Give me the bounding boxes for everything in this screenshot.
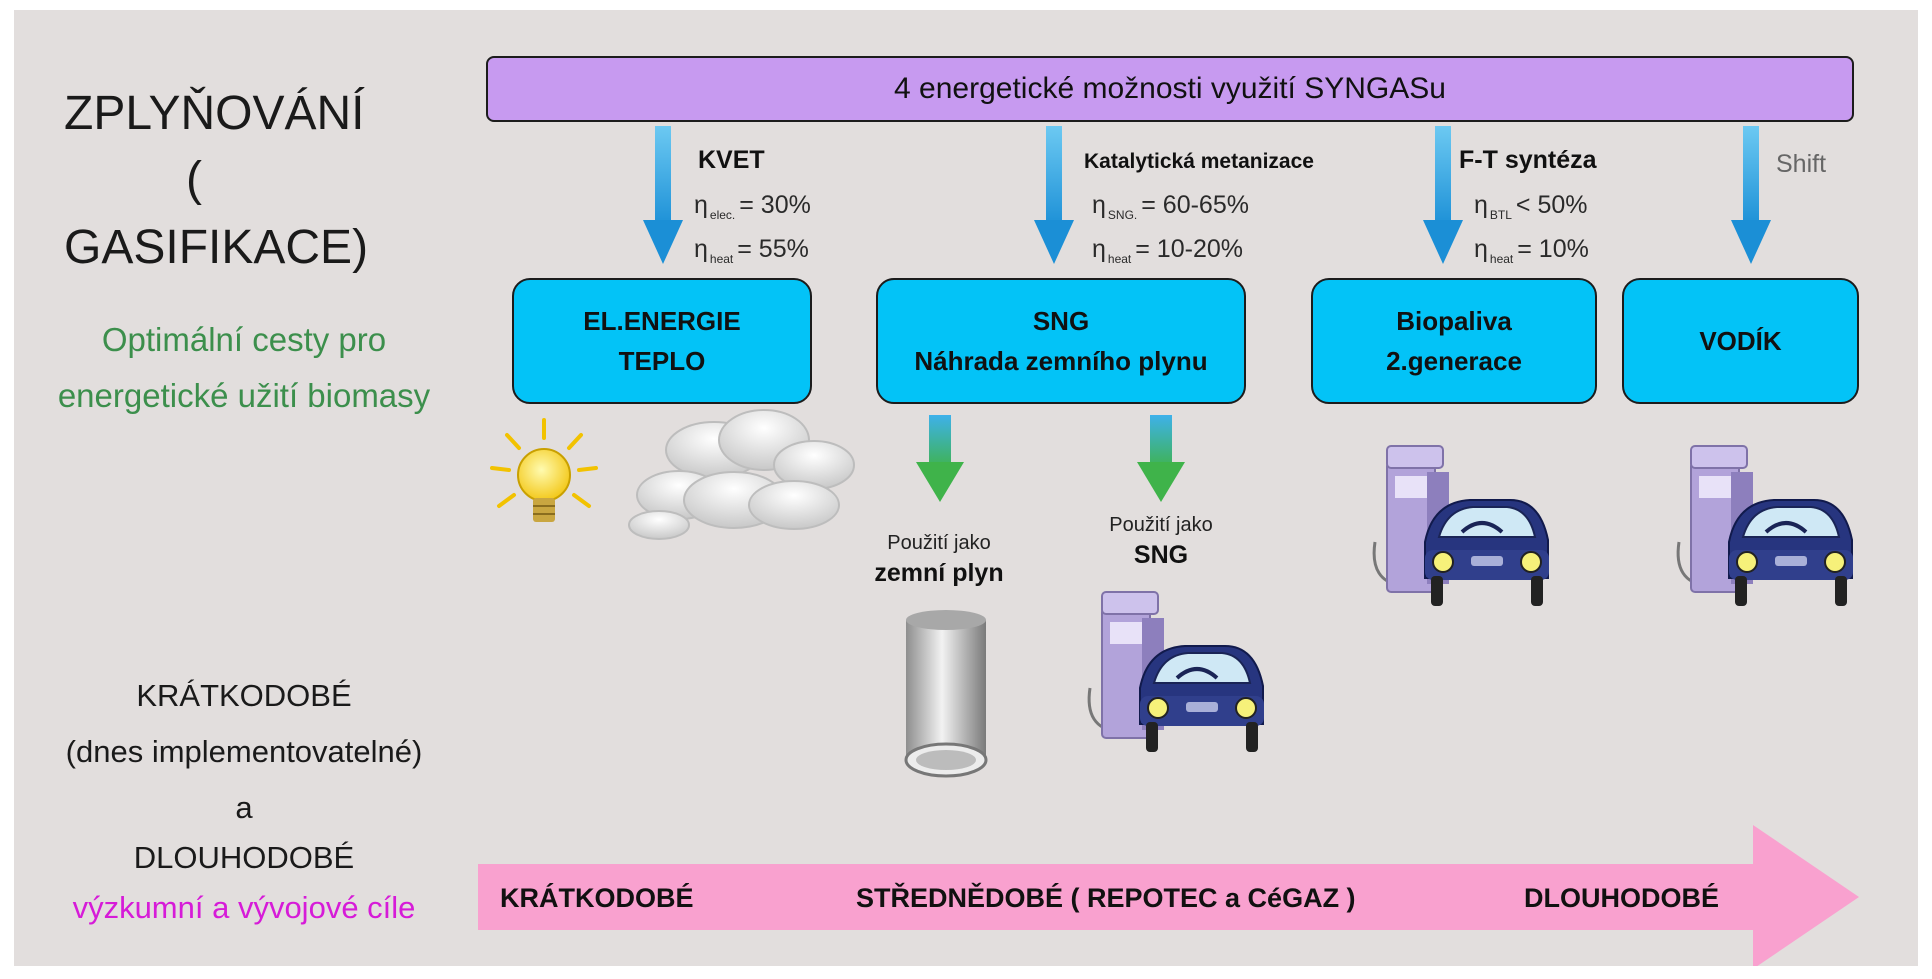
box-line-1: EL.ENERGIE	[583, 306, 741, 336]
box-line-2: Náhrada zemního plynu	[914, 346, 1208, 376]
box-line-2: TEPLO	[618, 346, 706, 376]
box-line-1: VODÍK	[1699, 326, 1782, 356]
term-line-5: výzkumní a vývojové cíle	[72, 890, 416, 925]
box-vodik: VODÍK	[1622, 278, 1859, 404]
syngas-header-bar: 4 energetické možnosti využití SYNGASu	[486, 56, 1854, 122]
arrow-use-gas	[916, 415, 964, 502]
arrow-metanizace	[1034, 126, 1074, 264]
box-line-1: Biopaliva	[1396, 306, 1512, 336]
term-line-4: DLOUHODOBÉ	[133, 840, 355, 875]
diagram-canvas: ZPLYŇOVÁNÍ ( GASIFIKACE) Optimální cesty…	[14, 10, 1918, 966]
box-line-1: SNG	[1032, 306, 1090, 336]
graphics-layer	[478, 126, 1859, 966]
arrow-shift	[1731, 126, 1771, 264]
path-label-shift: Shift	[1776, 150, 1827, 178]
path-label-ft: F-T syntéza	[1459, 146, 1597, 174]
term-line-2: (dnes implementovatelné)	[65, 734, 423, 769]
arrow-ft	[1423, 126, 1463, 264]
timeline-arrow	[478, 825, 1859, 966]
use-label-sng: Použití jako SNG	[1109, 514, 1213, 569]
cloud-icon	[628, 409, 855, 540]
green-line-2: energetické užití biomasy	[57, 377, 431, 414]
arrow-use-sng	[1137, 415, 1185, 502]
timeline-short: KRÁTKODOBÉ	[500, 883, 694, 913]
arrow-kvet	[643, 126, 683, 264]
green-line-1: Optimální cesty pro	[101, 321, 387, 358]
path-label-kvet: KVET	[698, 146, 765, 174]
use-label-gas: Použití jako zemní plyn	[874, 532, 1004, 587]
timeline-medium: STŘEDNĚDOBÉ ( REPOTEC a CéGAZ )	[856, 883, 1356, 913]
box-biopaliva: Biopaliva 2.generace	[1311, 278, 1597, 404]
term-line-3: a	[235, 790, 253, 825]
pipe-icon	[904, 610, 988, 778]
box-sng: SNG Náhrada zemního plynu	[876, 278, 1246, 404]
title-line-2: ( GASIFIKACE)	[64, 153, 369, 274]
lightbulb-icon	[490, 418, 598, 522]
term-line-1: KRÁTKODOBÉ	[136, 678, 352, 713]
pump-car-biofuel-icon	[1372, 444, 1551, 608]
path-label-metanizace: Katalytická metanizace	[1084, 150, 1314, 173]
title-line-1: ZPLYŇOVÁNÍ	[64, 87, 365, 140]
box-el-energie: EL.ENERGIE TEPLO	[512, 278, 812, 404]
pump-car-hydrogen-icon	[1676, 444, 1855, 608]
pump-car-sng-icon	[1087, 590, 1266, 754]
box-line-2: 2.generace	[1386, 346, 1522, 376]
timeline-long: DLOUHODOBÉ	[1524, 883, 1719, 913]
